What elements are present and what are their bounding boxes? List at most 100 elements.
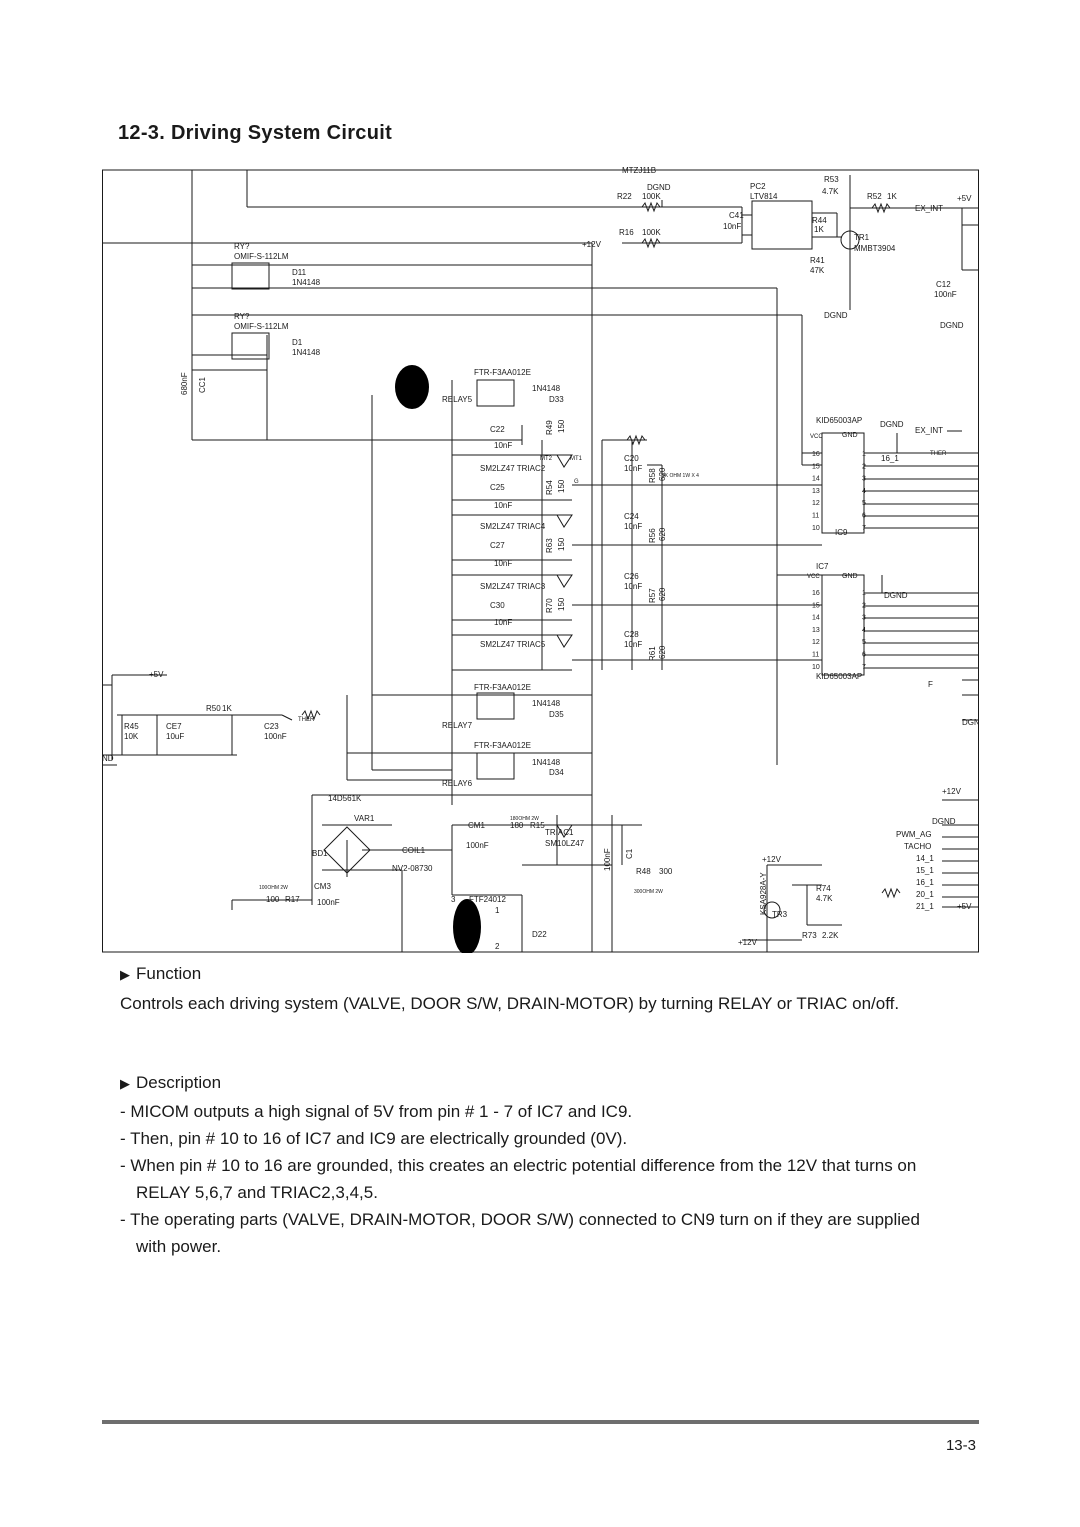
label-dgn: DGN xyxy=(962,718,979,727)
ic-pin-number: 1 xyxy=(862,590,866,597)
label-12v-4: +12V xyxy=(942,787,962,796)
label-tr1: TR1 xyxy=(854,233,870,242)
ic-pin-number: 3 xyxy=(862,476,866,483)
function-heading-label: Function xyxy=(136,964,202,983)
triangle-bullet-icon: ▶ xyxy=(120,1076,130,1091)
label-12v-3: +12V xyxy=(738,938,758,947)
triac4-c2: C24 xyxy=(624,512,639,521)
description-heading-label: Description xyxy=(136,1073,222,1092)
label-c12-val: 100nF xyxy=(934,290,957,299)
label-5v: +5V xyxy=(957,194,972,203)
ic-pin-number: 4 xyxy=(862,488,866,495)
label-r50-val: 1K xyxy=(222,704,232,713)
label-r53: R53 xyxy=(824,175,839,184)
description-item: - The operating parts (VALVE, DRAIN-MOTO… xyxy=(120,1210,920,1256)
triac2-cap: C22 xyxy=(490,425,505,434)
triac2-r2-val: 620 xyxy=(658,467,667,481)
label-r74: R74 xyxy=(816,884,831,893)
label-r15: R15 xyxy=(530,821,545,830)
label-r52: R52 xyxy=(867,192,882,201)
function-text: Controls each driving system (VALVE, DOO… xyxy=(120,994,900,1013)
label-cn16: 16_1 xyxy=(916,878,934,887)
relay7-part: FTR-F3AA012E xyxy=(474,683,531,692)
label-5v-3: +5V xyxy=(957,902,972,911)
relay2-part: OMIF-S-112LM xyxy=(234,322,289,331)
label-tr3: TR3 xyxy=(772,910,788,919)
label-r53-val: 4.7K xyxy=(822,187,839,196)
relay1-part: OMIF-S-112LM xyxy=(234,252,289,261)
ic-pin-number: 13 xyxy=(812,488,820,495)
triac4-r-val: 150 xyxy=(557,479,566,493)
relay1-ref: RY? xyxy=(234,242,250,251)
label-dgnd: DGND xyxy=(647,183,671,192)
label-dgnd-ic9: DGND xyxy=(880,420,904,429)
ic-pin-number: 5 xyxy=(862,500,866,507)
ic7-part: KID65003AP xyxy=(816,672,862,681)
triac5-r2-val: 620 xyxy=(658,645,667,659)
ic-pin-number: 3 xyxy=(862,615,866,622)
triac3-r2-val: 620 xyxy=(658,587,667,601)
label-c23: C23 xyxy=(264,722,279,731)
label-dgnd-4: DGND xyxy=(932,817,956,826)
triac3-ref: SM2LZ47 TRIAC3 xyxy=(480,582,546,591)
label-r45-val: 10K xyxy=(124,732,139,741)
ic9-vcc: VCC xyxy=(810,434,823,440)
label-cn20: 20_1 xyxy=(916,890,934,899)
label-r50: R50 xyxy=(206,704,221,713)
triac3-r: R63 xyxy=(545,538,554,553)
label-r22-val: 100K xyxy=(642,192,661,201)
label-12v-2: +12V xyxy=(762,855,782,864)
label-r52-val: 1K xyxy=(887,192,897,201)
ic-pin-number: 11 xyxy=(812,513,819,520)
label-r48-rating: 300OHM 2W xyxy=(634,889,663,895)
page-title: 12-3. Driving System Circuit xyxy=(118,122,393,144)
triac3-c2: C26 xyxy=(624,572,639,581)
label-d22: D22 xyxy=(532,930,547,939)
label-dgnd-ic7: DGND xyxy=(884,591,908,600)
relay5-ref: RELAY5 xyxy=(442,395,473,404)
ic-pin-number: 12 xyxy=(812,500,820,507)
label-r16-val: 100K xyxy=(642,228,661,237)
label-cm1-val: 100nF xyxy=(466,841,489,850)
label-r41: R41 xyxy=(810,256,825,265)
ic-pin-number: 7 xyxy=(862,525,866,532)
triac2-r: R49 xyxy=(545,420,554,435)
label-r17-rating: 100OHM 2W xyxy=(259,885,288,891)
triac5-r-val: 150 xyxy=(557,597,566,611)
triac2-r2: R58 xyxy=(648,468,657,483)
triac3-c2-val: 10nF xyxy=(624,582,642,591)
triac5-r2: R61 xyxy=(648,646,657,661)
relay6-diode: 1N4148 xyxy=(532,758,561,767)
ic-pin-number: 11 xyxy=(812,652,819,659)
label-r44: R44 xyxy=(812,216,827,225)
ic9-part: KID65003AP xyxy=(816,416,862,425)
label-f: F xyxy=(928,680,933,689)
label-var1: VAR1 xyxy=(354,814,375,823)
label-dgnd-2: DGND xyxy=(824,311,848,320)
label-num-1: 1 xyxy=(495,906,500,915)
label-r45: R45 xyxy=(124,722,139,731)
triac4-ref: SM2LZ47 TRIAC4 xyxy=(480,522,546,531)
label-cn21: 21_1 xyxy=(916,902,934,911)
label-r44-val: 1K xyxy=(814,225,824,234)
label-ther: THER xyxy=(930,451,947,457)
page-number: 13-3 xyxy=(945,1437,976,1454)
label-c1-val: 100nF xyxy=(603,848,612,871)
triac5-c2: C28 xyxy=(624,630,639,639)
label-c12: C12 xyxy=(936,280,951,289)
label-res-note: 1K OHM 1W X 4 xyxy=(662,473,699,479)
relay5-diode: 1N4148 xyxy=(532,384,561,393)
relay5-diode-ref: D33 xyxy=(549,395,564,404)
triac5-r: R70 xyxy=(545,598,554,613)
triac4-c2-val: 10nF xyxy=(624,522,642,531)
label-mtz: MTZJ11B xyxy=(622,166,656,175)
relay6-ref: RELAY6 xyxy=(442,779,473,788)
triangle-bullet-icon: ▶ xyxy=(120,967,130,982)
label-num-3: 3 xyxy=(451,895,456,904)
ic-pin-number: 6 xyxy=(862,513,866,520)
label-bd1: BD1 xyxy=(312,849,328,858)
ic-pin-number: 14 xyxy=(812,476,820,483)
label-c41: C41 xyxy=(729,211,744,220)
schematic-wires xyxy=(102,169,979,953)
triac2-c2-val: 10nF xyxy=(624,464,642,473)
